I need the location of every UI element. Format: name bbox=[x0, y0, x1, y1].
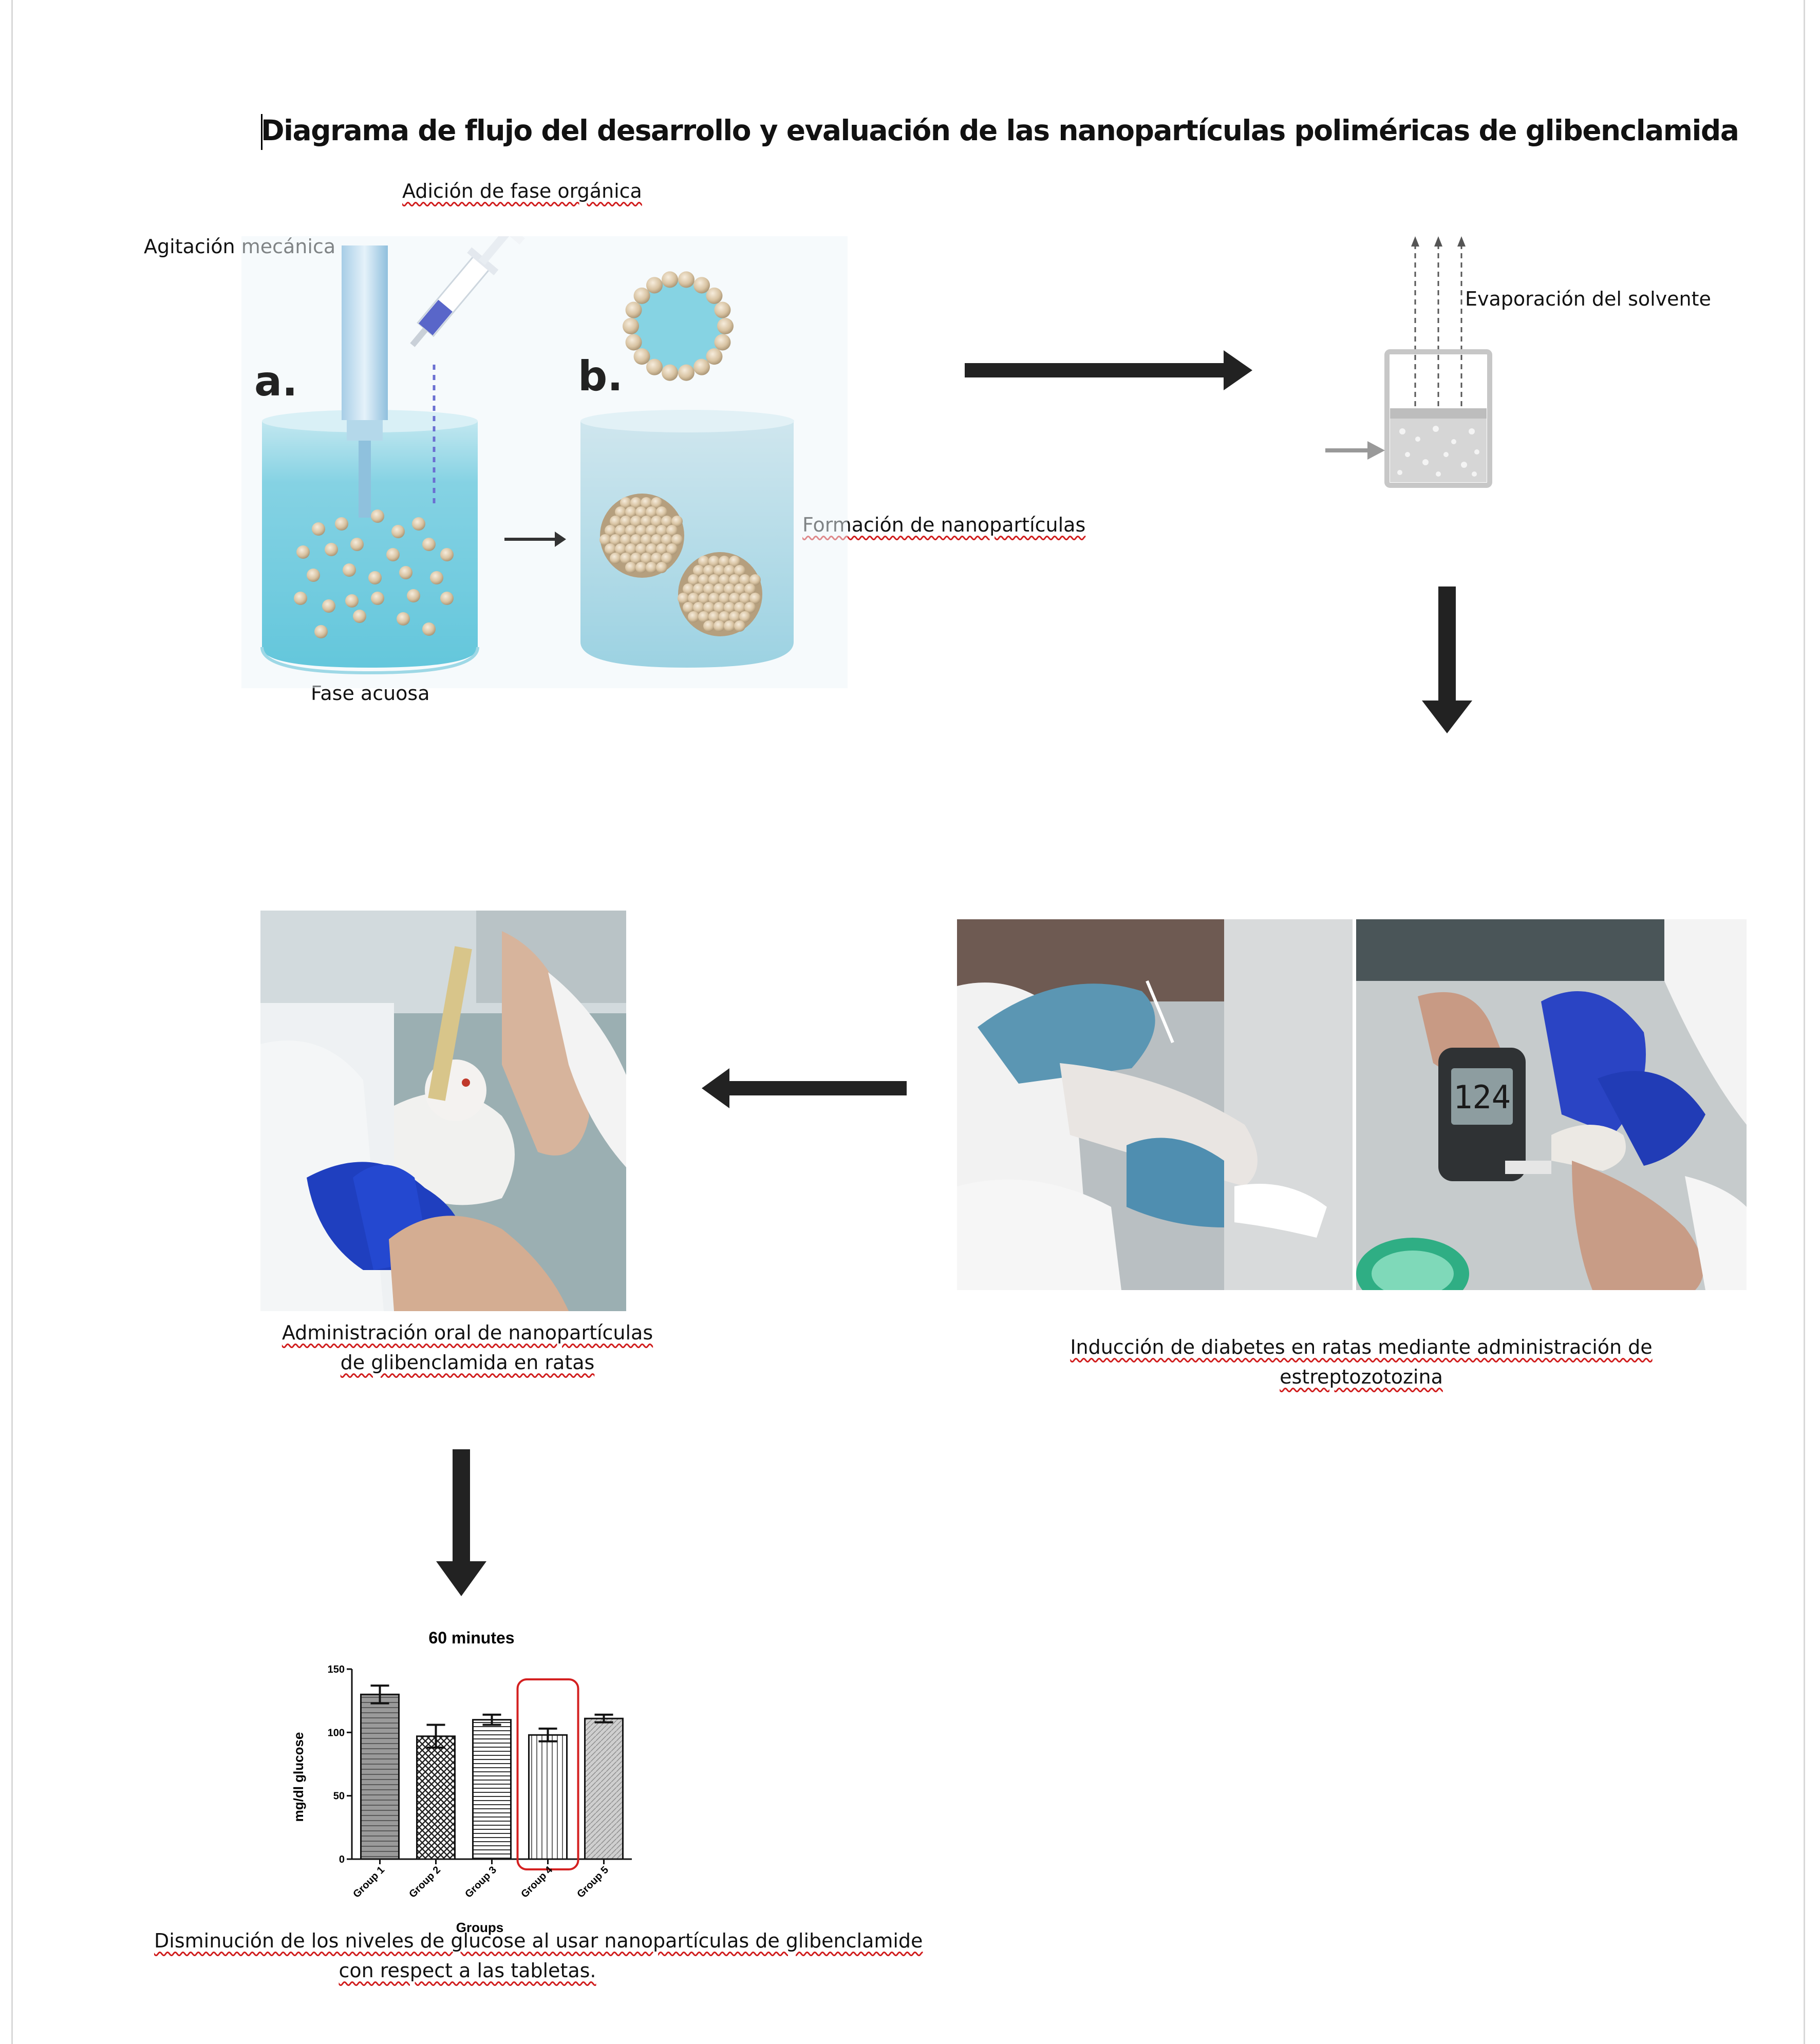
label-formacion: Formación de nanopartículas bbox=[802, 514, 1086, 536]
arrow-down-1 bbox=[1422, 586, 1472, 733]
bar-group-2 bbox=[416, 1735, 456, 1860]
x-tick-label: Group 1 bbox=[351, 1864, 387, 1900]
y-tick-label: 150 bbox=[328, 1664, 345, 1675]
caption-induccion-line1: Inducción de diabetes en ratas mediante … bbox=[1070, 1336, 1653, 1358]
caption-induccion: Inducción de diabetes en ratas mediante … bbox=[1043, 1332, 1680, 1392]
page-title: Diagrama de flujo del desarrollo y evalu… bbox=[261, 114, 1739, 147]
arrow-left-1 bbox=[702, 1068, 907, 1108]
x-tick-label: Group 2 bbox=[407, 1864, 443, 1900]
y-axis-label: mg/dl glucose bbox=[291, 1732, 306, 1822]
label-adicion: Adición de fase orgánica bbox=[402, 180, 642, 202]
chart-title: 60 minutes bbox=[428, 1629, 514, 1647]
bar-group-1 bbox=[360, 1693, 400, 1860]
text-cursor bbox=[261, 114, 262, 150]
arrow-down-2 bbox=[436, 1449, 486, 1596]
evaporation-beaker-illustration bbox=[1325, 236, 1492, 488]
photo-diabetes-induction-left bbox=[957, 919, 1353, 1290]
label-evaporacion: Evaporación del solvente bbox=[1465, 288, 1711, 310]
caption-induccion-line2: estreptozotozina bbox=[1280, 1366, 1443, 1388]
bar-group-3 bbox=[472, 1719, 512, 1860]
caption-administracion-line1: Administración oral de nanopartículas bbox=[282, 1321, 653, 1344]
panel-b-label: b. bbox=[578, 352, 623, 400]
caption-disminucion-line2: con respect a las tabletas. bbox=[339, 1959, 596, 1982]
x-tick-label: Group 3 bbox=[463, 1864, 499, 1900]
y-tick-label: 0 bbox=[339, 1854, 345, 1865]
highlight-box bbox=[516, 1678, 579, 1870]
caption-disminucion: Disminución de los niveles de glucose al… bbox=[154, 1926, 923, 1985]
bar-group-4 bbox=[528, 1734, 568, 1860]
arrow-right-1 bbox=[965, 350, 1252, 390]
caption-disminucion-line1: Disminución de los niveles de glucose al… bbox=[154, 1929, 923, 1952]
bar-group-5 bbox=[584, 1717, 624, 1860]
glucometer-reading: 124 bbox=[1453, 1078, 1511, 1116]
caption-administracion: Administración oral de nanopartículas de… bbox=[231, 1318, 704, 1377]
document-page bbox=[11, 0, 1805, 2044]
x-tick-label: Group 5 bbox=[575, 1864, 611, 1900]
nanoparticle-formation-illustration: a. b. bbox=[241, 236, 848, 688]
photo-oral-administration bbox=[260, 911, 626, 1311]
photo-diabetes-induction-right: 124 bbox=[1356, 919, 1747, 1290]
y-tick-label: 100 bbox=[328, 1727, 345, 1738]
panel-a-label: a. bbox=[254, 357, 297, 405]
y-tick-label: 50 bbox=[333, 1791, 345, 1802]
caption-administracion-line2: de glibenclamida en ratas bbox=[340, 1351, 595, 1374]
title-text: Diagrama de flujo del desarrollo y evalu… bbox=[261, 114, 1739, 147]
x-axis-label: Groups bbox=[456, 1920, 503, 1935]
glucose-bar-chart: 60 minutes mg/dl glucose Groups 0 50 100 15… bbox=[291, 1629, 632, 1935]
